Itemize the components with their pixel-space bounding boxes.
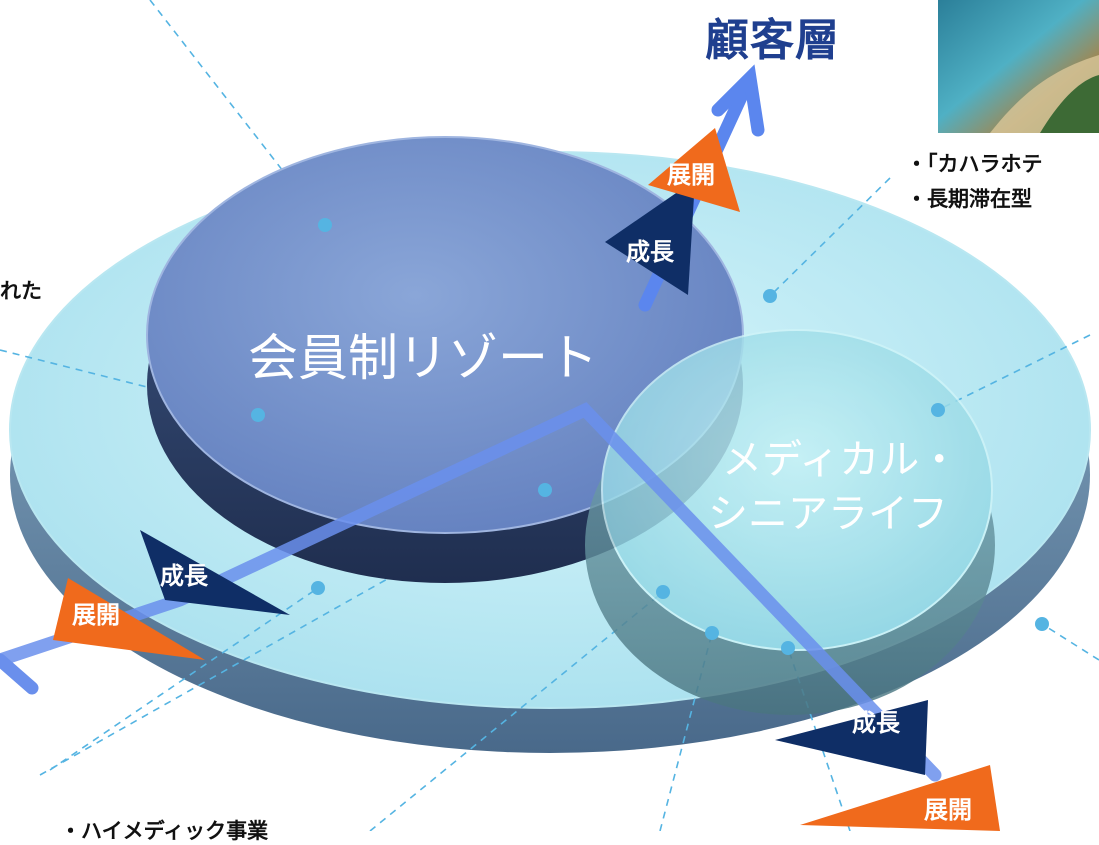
note-top-right-2: ・長期滞在型 (906, 187, 1032, 211)
growth-label-right: 成長 (852, 709, 900, 737)
note-left: れた (0, 279, 42, 303)
medical-senior-label-line2: シニアライフ (708, 491, 948, 537)
expand-label-left: 展開 (72, 601, 120, 629)
membership-resort-disc (146, 136, 744, 583)
note-bottom: ・ハイメディック事業 (60, 819, 269, 843)
membership-resort-label: 会員制リゾート (248, 329, 598, 387)
growth-label-top: 成長 (626, 238, 674, 266)
medical-senior-label-line1: メディカル・ (722, 437, 960, 483)
expand-triangles (53, 128, 1000, 831)
growth-triangles (140, 180, 928, 775)
resort-photo (938, 0, 1099, 133)
expand-label-right: 展開 (924, 796, 972, 824)
customer-layer-title: 顧客層 (705, 15, 840, 66)
expand-label-top: 展開 (667, 161, 715, 189)
guide-dots (251, 218, 1049, 655)
medical-senior-disc (585, 329, 995, 715)
growth-label-left: 成長 (160, 562, 208, 590)
note-top-right-1: ・「カハラホテ (906, 152, 1043, 176)
